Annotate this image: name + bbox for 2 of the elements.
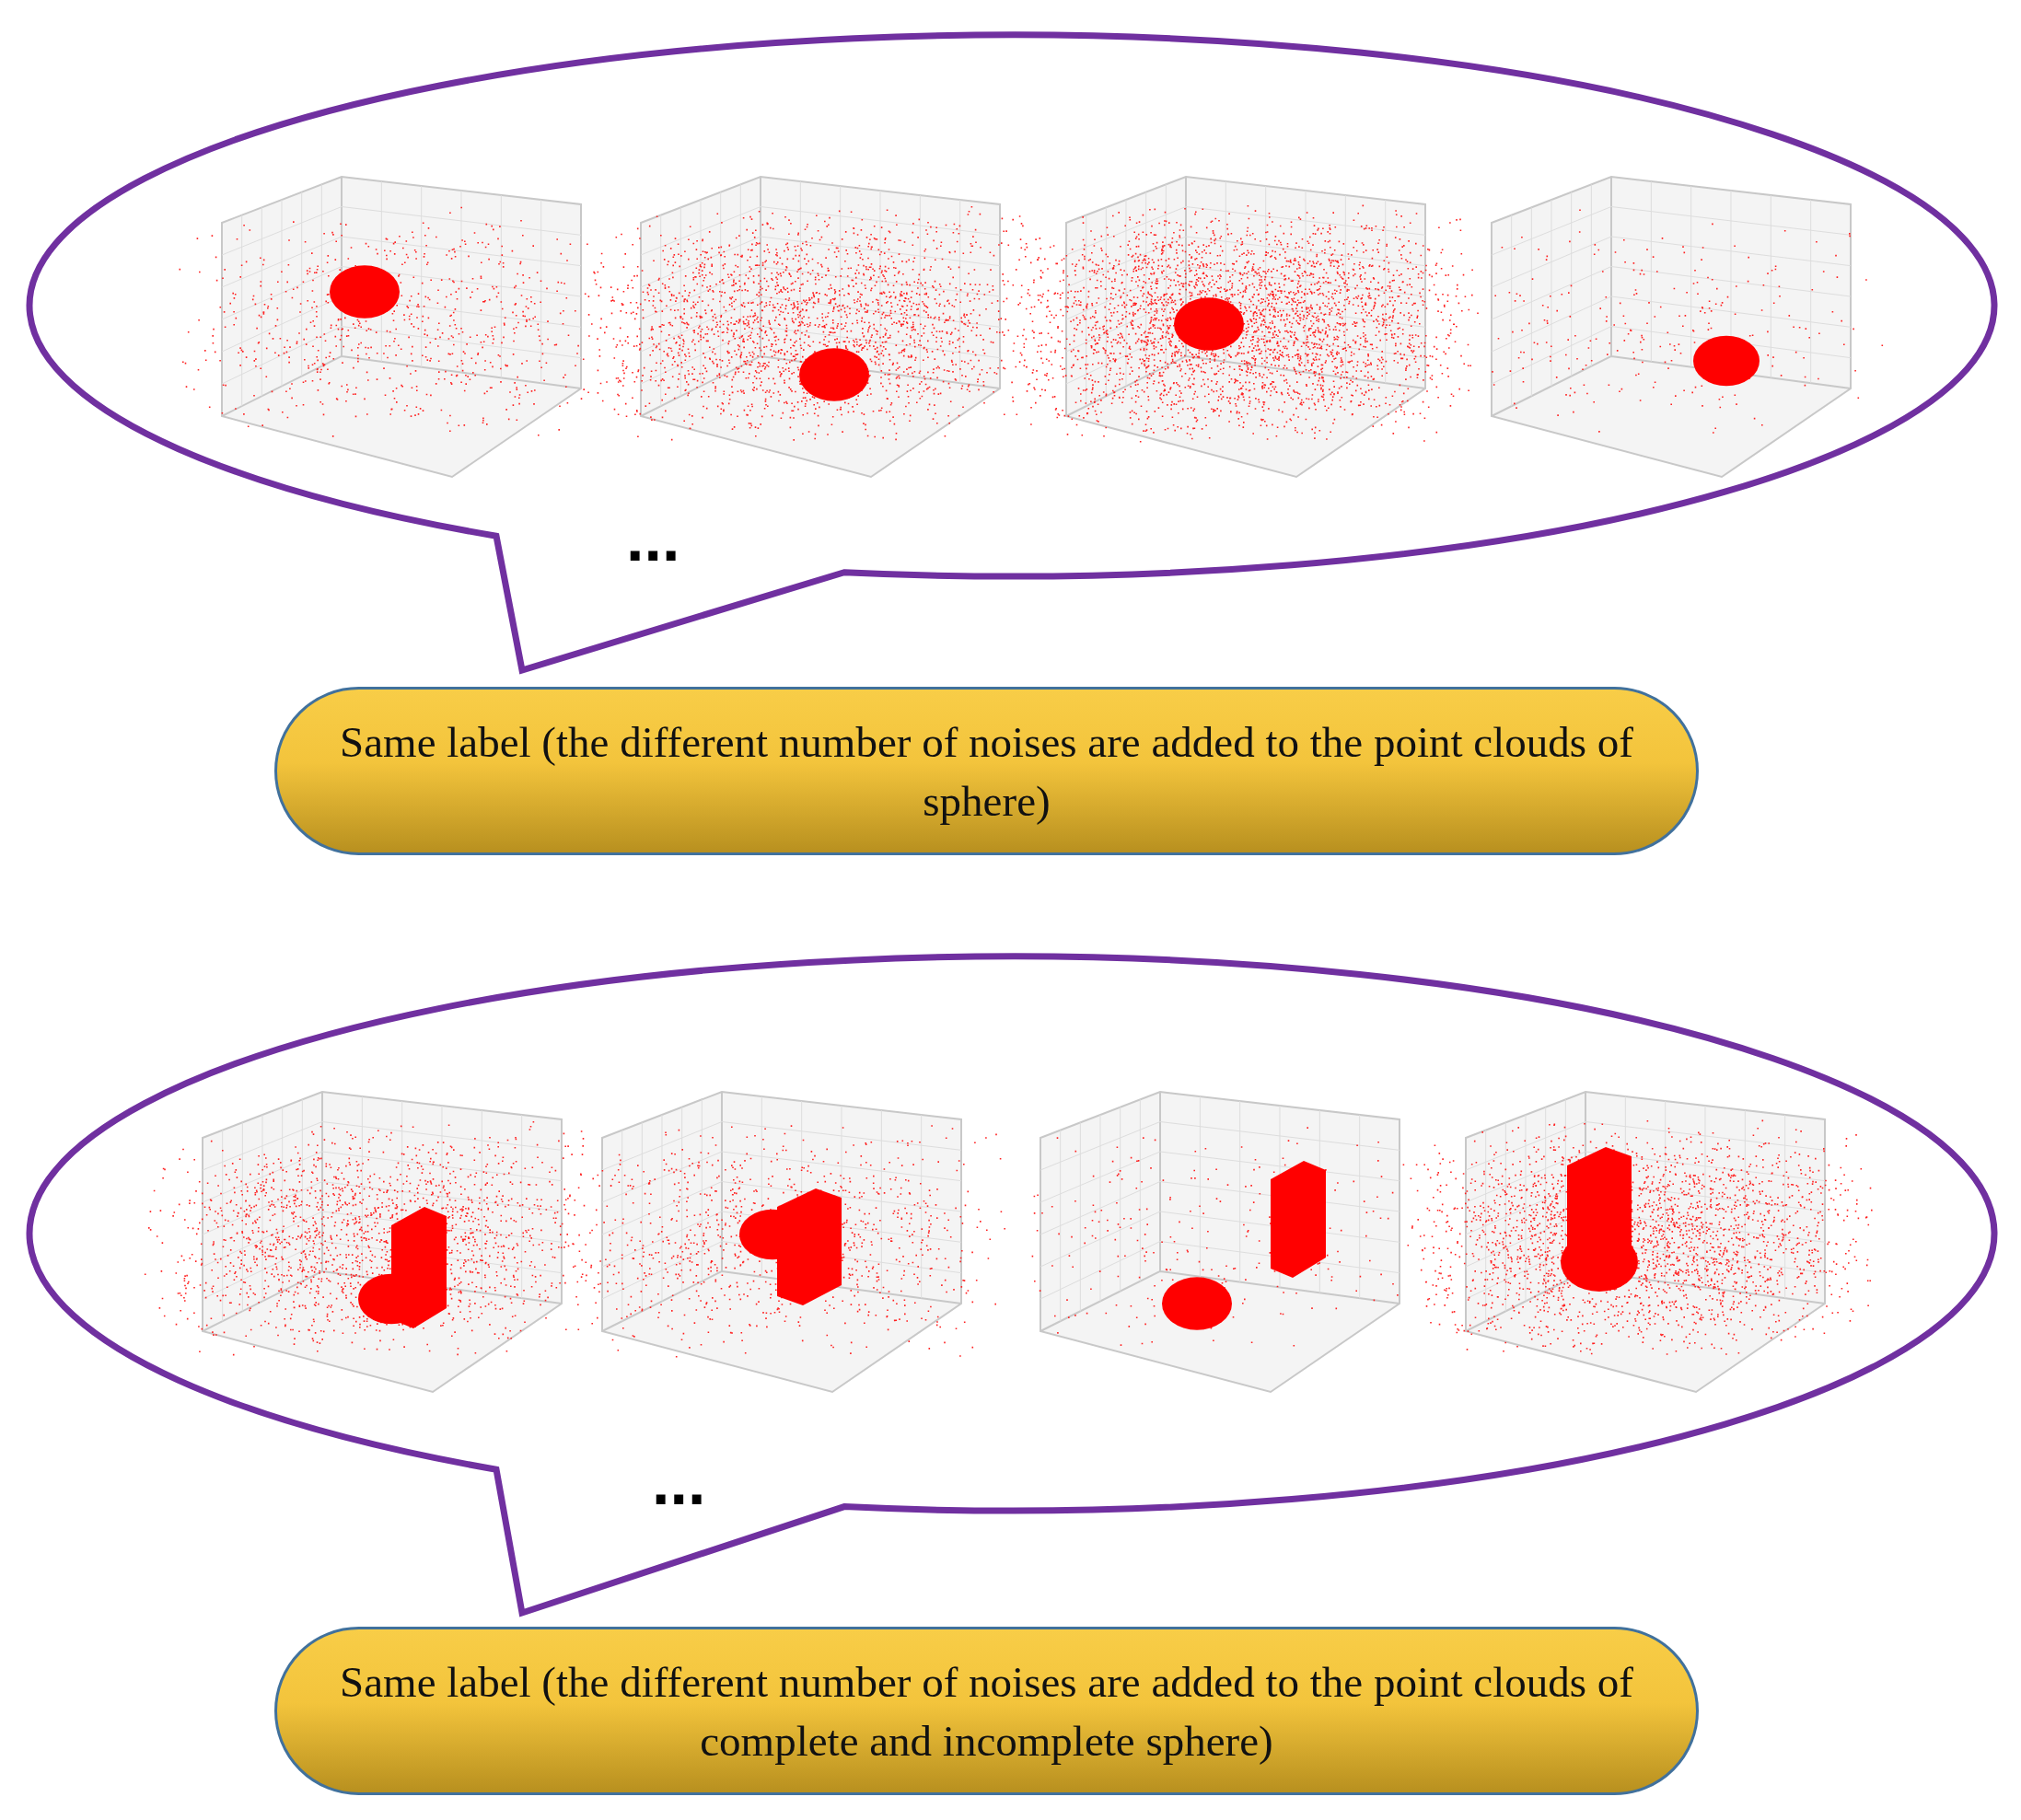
label-text: Same label (the different number of noises are added to the point clouds of complete and incomplete sphere) <box>339 1656 1634 1767</box>
label-text: Same label (the different number of noises are added to the point clouds of sphere) <box>339 716 1634 827</box>
